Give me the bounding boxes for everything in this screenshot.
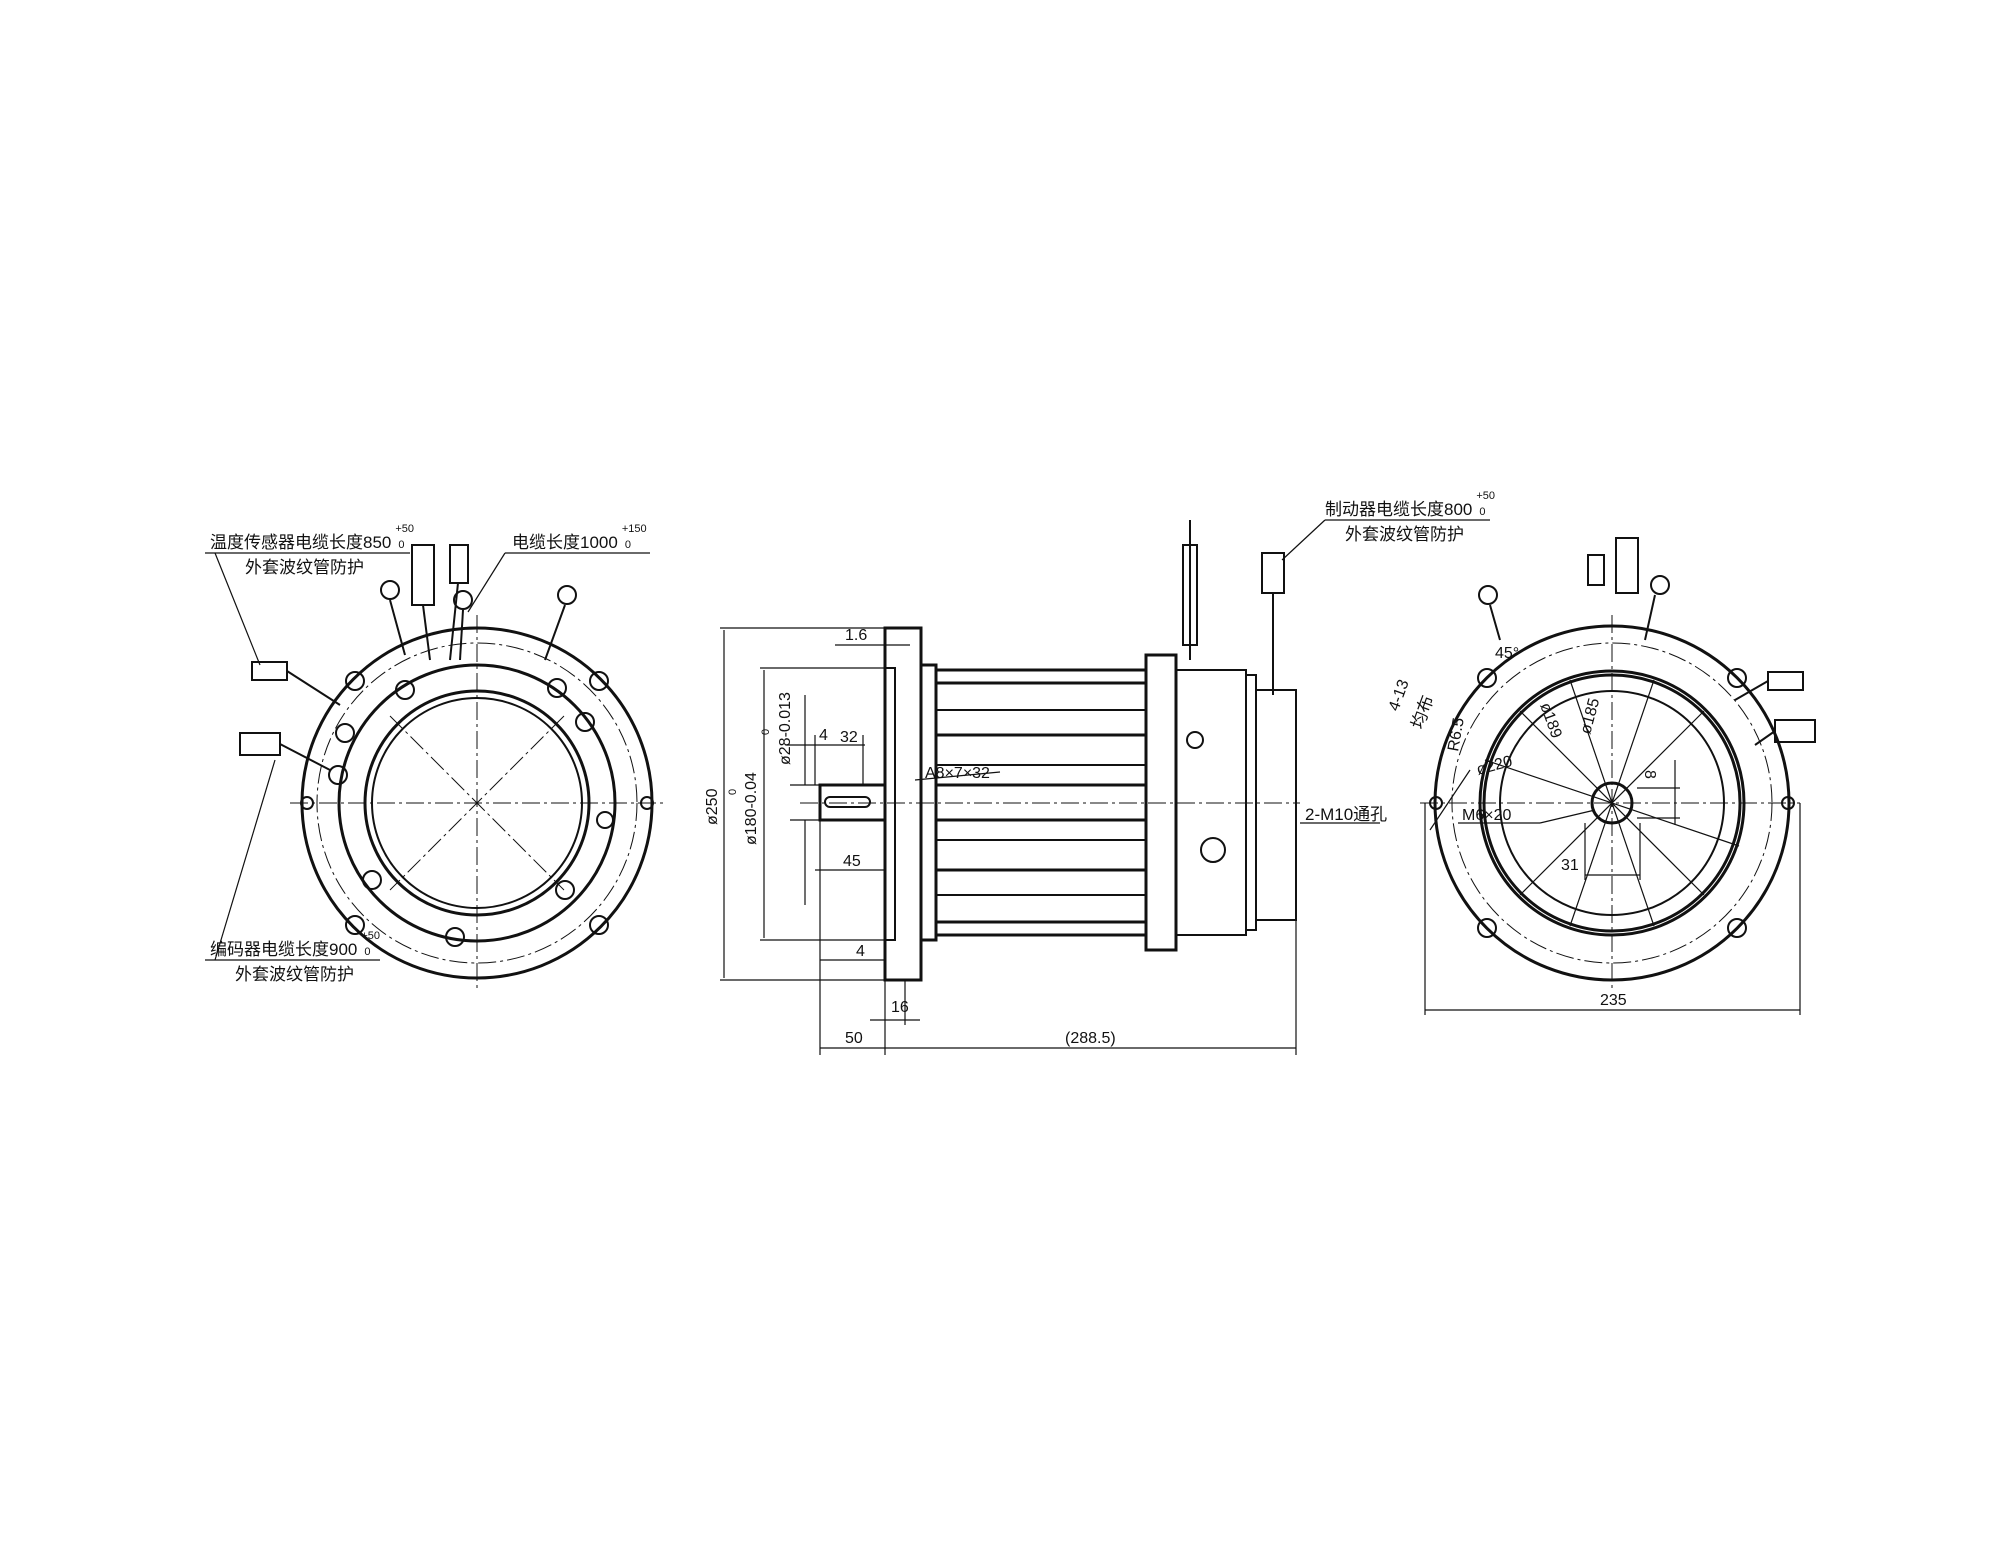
- dim-50: 50: [845, 1030, 863, 1047]
- right-mounting-holes: [1429, 668, 1795, 938]
- cooling-fins: [936, 681, 1146, 924]
- tolerance-upper: +50: [1476, 490, 1495, 502]
- side-dimensions: [720, 519, 1490, 1055]
- dia-220: ø220: [1475, 753, 1515, 779]
- thread-spec: M6×20: [1462, 807, 1511, 824]
- dim-key-length: 32: [840, 729, 858, 746]
- tolerance-lower: 0: [398, 539, 404, 551]
- dim-235: 235: [1600, 992, 1627, 1009]
- front-flange: [883, 626, 923, 982]
- tolerance-upper: 0: [760, 729, 772, 735]
- tolerance-upper: 0: [727, 789, 739, 795]
- angle-45: 45°: [1495, 645, 1519, 662]
- dim-4-bottom: 4: [856, 943, 865, 960]
- holes-evenly-spaced: 均布: [1408, 693, 1437, 731]
- brake-connector: [1261, 552, 1285, 594]
- tolerance-lower: 0: [364, 946, 370, 958]
- tolerance-upper: +50: [361, 930, 380, 942]
- tolerance-upper: +150: [622, 523, 647, 535]
- left-mounting-holes: [300, 671, 654, 935]
- encoder-cable-sub: 外套波纹管防护: [235, 965, 354, 984]
- dim-250: ø250: [704, 788, 721, 825]
- temp-sensor-cable-label: 温度传感器电缆长度850: [210, 533, 391, 552]
- right-dimensions: [1424, 760, 1801, 1015]
- brake-unit: [1255, 689, 1297, 921]
- radial-lines: [1484, 679, 1740, 927]
- holes-note: 2-M10通孔: [1305, 805, 1387, 824]
- dim-total-length: (288.5): [1065, 1030, 1116, 1047]
- temp-sensor-cable-sub: 外套波纹管防护: [245, 558, 364, 577]
- tolerance-lower: 0: [625, 539, 631, 551]
- brake-cable-sub: 外套波纹管防护: [1345, 525, 1464, 544]
- dia-185: ø185: [1577, 696, 1603, 736]
- tolerance-lower: 0: [1479, 506, 1485, 518]
- brake-cable-label: 制动器电缆长度800: [1325, 500, 1472, 519]
- holes-count: 4-13: [1386, 677, 1413, 713]
- dim-31: 31: [1561, 857, 1579, 874]
- dim-16: 16: [891, 999, 909, 1016]
- left-clamp-bolts: [328, 678, 614, 947]
- left-end-view: 温度传感器电缆长度850 +50 0 外套波纹管防护 电缆长度1000 +150…: [205, 523, 665, 990]
- encoder-cable-label: 编码器电缆长度900: [210, 940, 357, 959]
- right-cable-terminals: [1478, 537, 1816, 746]
- left-cable-terminals: [239, 544, 577, 771]
- radius-6-5: R6.5: [1445, 716, 1468, 752]
- power-cable-label: 电缆长度1000: [512, 533, 618, 552]
- dia-189: ø189: [1536, 701, 1564, 741]
- key-spec: A8×7×32: [925, 765, 990, 782]
- dim-180: ø180-0.04: [743, 772, 760, 845]
- dim-45: 45: [843, 853, 861, 870]
- keyway: [824, 796, 871, 808]
- shaft: [818, 783, 887, 822]
- dim-1-6: 1.6: [845, 627, 867, 644]
- dim-shaft-diameter: ø28-0.013: [777, 692, 794, 765]
- right-end-view: 45° 4-13 均布 R6.5 ø189 ø185 ø220 8 M6×20 …: [1386, 537, 1816, 1015]
- dim-key-offset: 4: [819, 727, 828, 744]
- tolerance-upper: +50: [395, 523, 414, 535]
- dim-8: 8: [1641, 770, 1658, 779]
- side-view: 1.6 ø28-0.013 0 4 32 A8×7×32 ø250 ø180-0…: [704, 490, 1495, 1055]
